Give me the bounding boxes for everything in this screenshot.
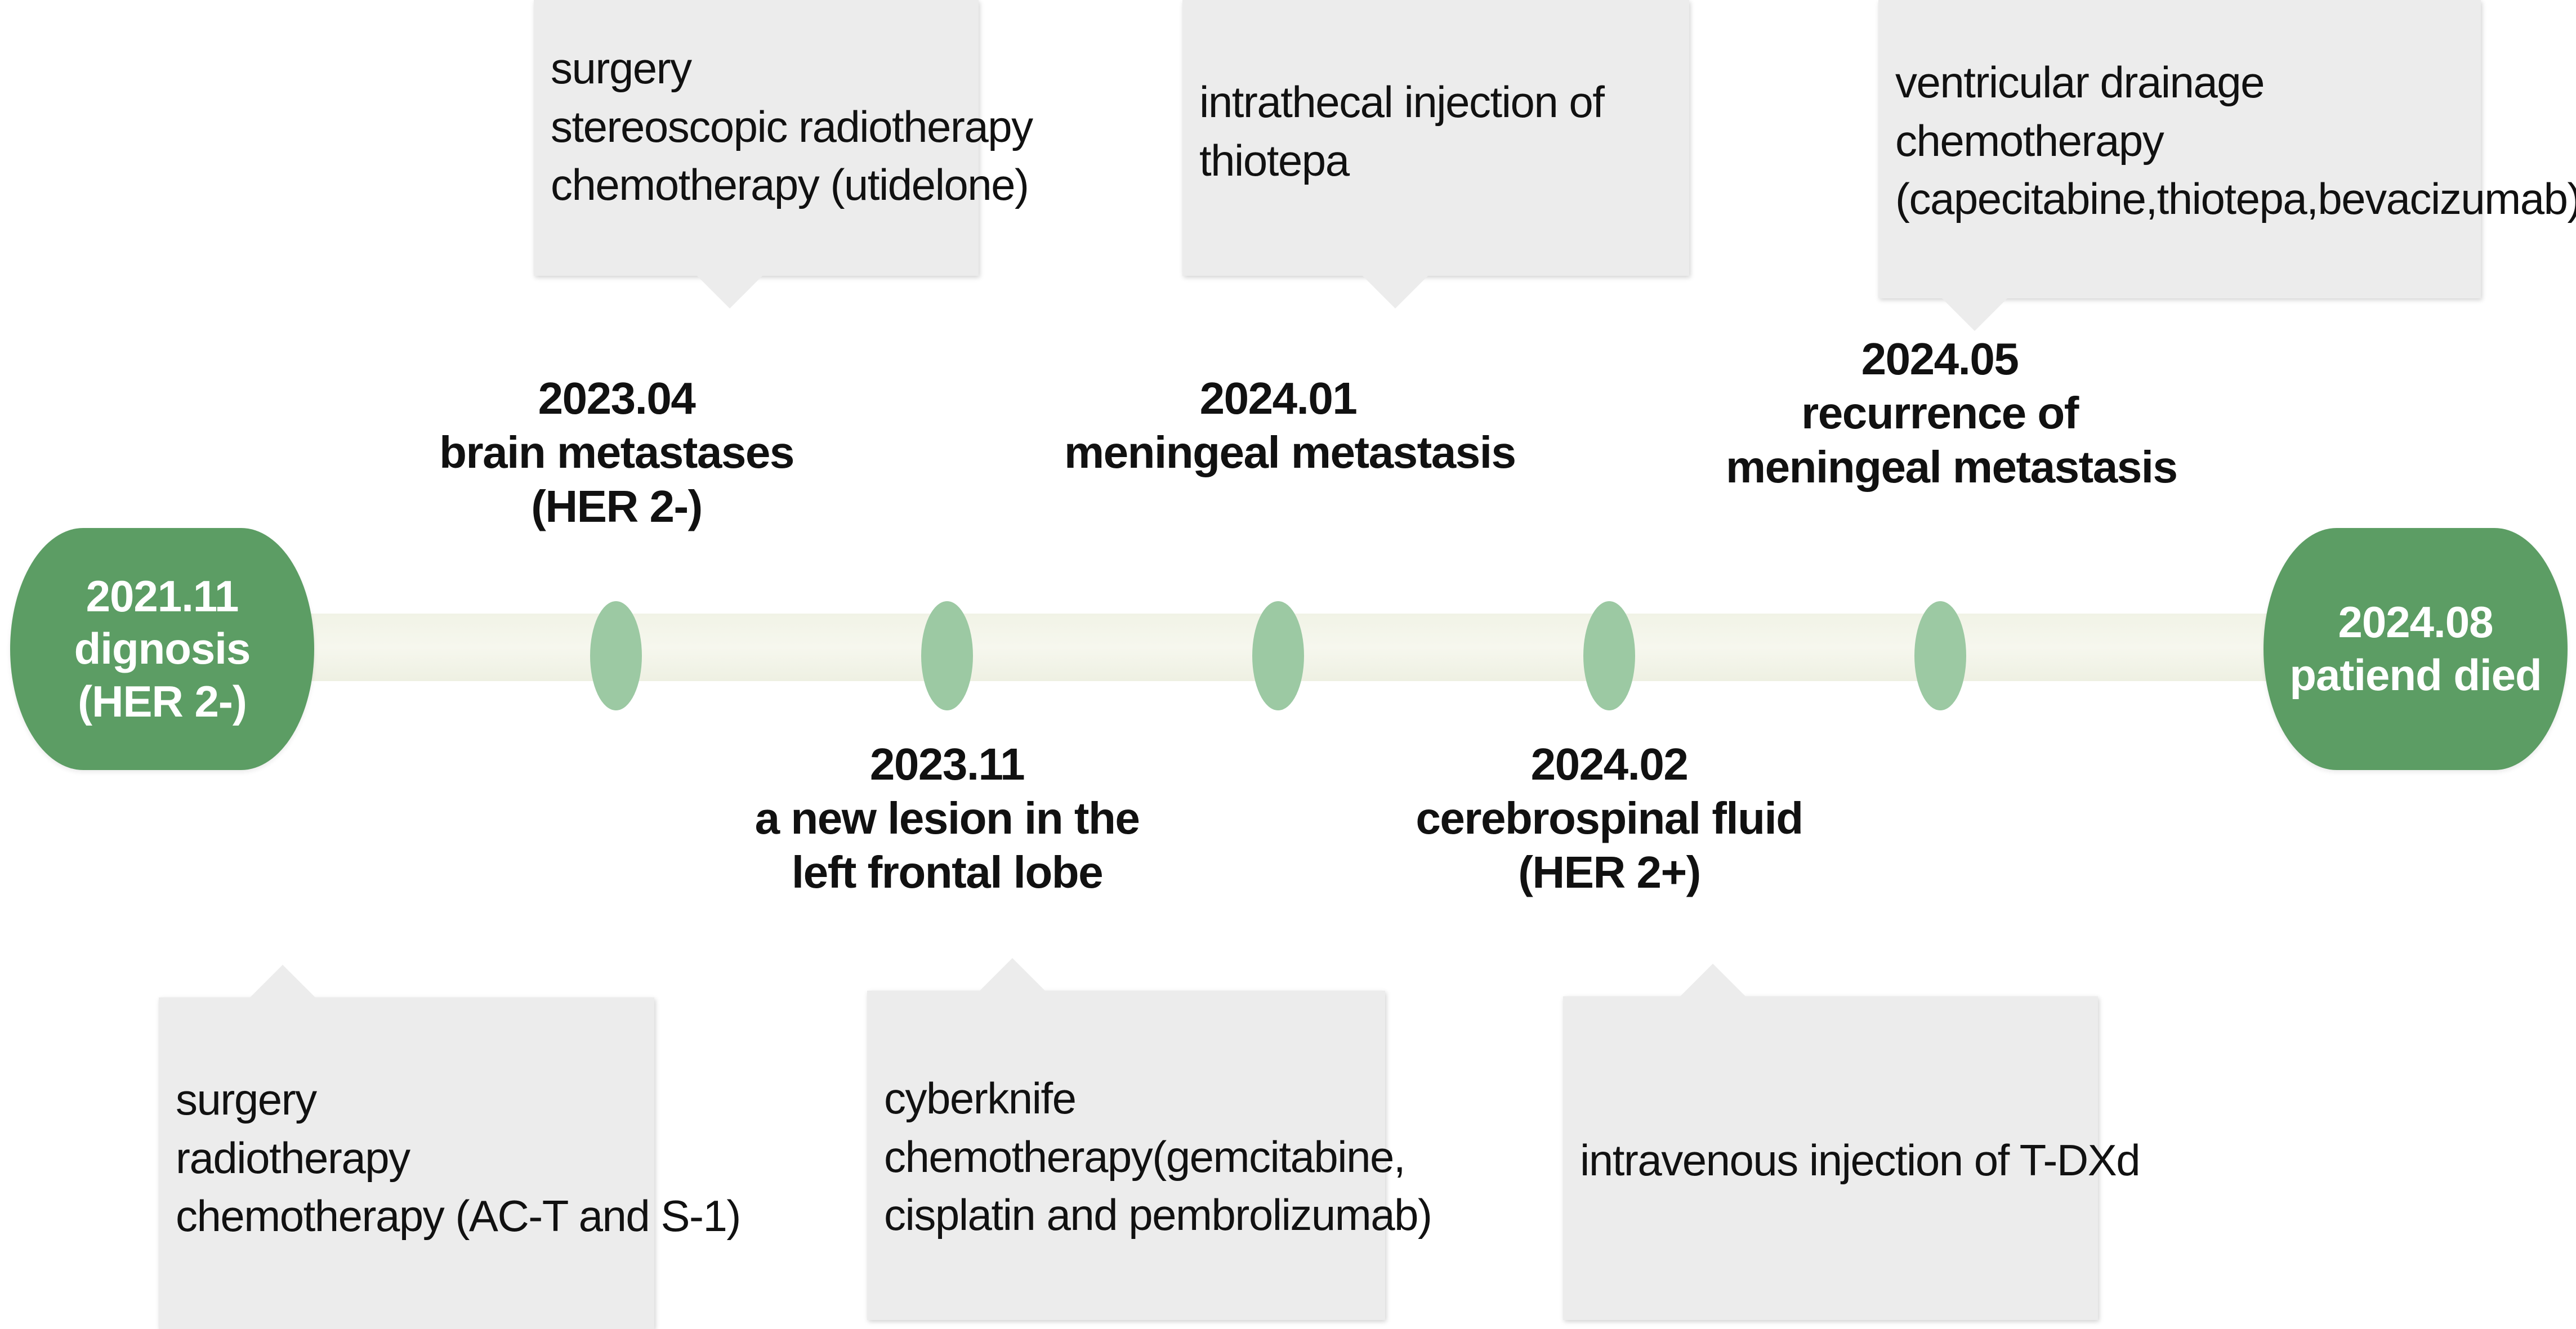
milestone-text: left frontal lobe <box>791 847 1104 897</box>
milestone-2023-04: 2023.04 brain metastases (HER 2-) <box>403 372 831 534</box>
treatment-line: cisplatin and pembrolizumab) <box>884 1190 1432 1240</box>
treatment-line: surgery <box>551 43 692 93</box>
start-date: 2021.11 <box>86 571 239 621</box>
timeline-node-2024-05 <box>1914 601 1966 710</box>
treatment-line: surgery <box>176 1075 317 1124</box>
milestone-text: meningeal metastasis <box>1064 427 1516 477</box>
milestone-date: 2024.01 <box>1199 373 1358 423</box>
treatment-callout-recurrence: ventricular drainage chemotherapy (capec… <box>1878 0 2576 298</box>
treatment-callout-meningeal: intrathecal injection of thiotepa <box>1182 0 1689 276</box>
milestone-date: 2024.05 <box>1861 334 2019 384</box>
milestone-text: a new lesion in the <box>755 793 1140 843</box>
treatment-line: chemotherapy (AC-T and S-1) <box>176 1191 741 1241</box>
treatment-line: (capecitabine,thiotepa,bevacizumab) <box>1895 174 2576 224</box>
milestone-2024-02: 2024.02 cerebrospinal fluid (HER 2+) <box>1395 737 1823 900</box>
treatment-line: chemotherapy(gemcitabine, <box>884 1131 1406 1182</box>
treatment-callout-diagnosis: surgery radiotherapy chemotherapy (AC-T … <box>159 997 741 1329</box>
treatment-line: chemotherapy <box>1895 115 2164 165</box>
treatment-line: stereoscopic radiotherapy <box>551 101 1033 151</box>
treatment-line: intravenous injection of T-DXd <box>1580 1135 2141 1185</box>
end-terminal-death: 2024.08 patiend died <box>2264 528 2568 770</box>
milestone-2024-05: 2024.05 recurrence of meningeal metastas… <box>1726 332 2178 494</box>
timeline-node-2024-02 <box>1583 601 1635 710</box>
milestone-date: 2023.04 <box>538 373 696 423</box>
milestone-date: 2024.02 <box>1530 739 1689 789</box>
treatment-callout-brain-metastases: surgery stereoscopic radiotherapy chemot… <box>534 0 1033 276</box>
milestone-text: brain metastases <box>439 427 794 477</box>
timeline-node-2023-04 <box>590 601 642 710</box>
treatment-callout-csf: intravenous injection of T-DXd <box>1563 996 2141 1320</box>
milestone-text: (HER 2-) <box>531 481 703 531</box>
milestone-2024-01: 2024.01 meningeal metastasis <box>1064 372 1516 480</box>
treatment-line: chemotherapy (utidelone) <box>551 160 1029 210</box>
milestone-text: recurrence of <box>1801 388 2079 438</box>
milestone-date: 2023.11 <box>869 739 1025 789</box>
timeline-node-2023-11 <box>921 601 973 710</box>
treatment-line: ventricular drainage <box>1895 57 2265 107</box>
milestone-text: cerebrospinal fluid <box>1416 793 1803 843</box>
milestone-2023-11: 2023.11 a new lesion in the left frontal… <box>733 737 1161 900</box>
start-event: dignosis <box>74 624 251 674</box>
milestone-text: meningeal metastasis <box>1726 442 2178 492</box>
start-her2-status: (HER 2-) <box>78 676 247 726</box>
end-date: 2024.08 <box>2338 597 2494 647</box>
treatment-line: radiotherapy <box>176 1133 410 1183</box>
treatment-line: intrathecal injection of <box>1199 77 1605 127</box>
end-event: patiend died <box>2289 650 2542 700</box>
treatment-line: cyberknife <box>884 1073 1077 1123</box>
timeline-node-2024-01 <box>1252 601 1304 710</box>
treatment-callout-new-lesion: cyberknife chemotherapy(gemcitabine, cis… <box>867 991 1432 1320</box>
milestone-text: (HER 2+) <box>1518 847 1701 897</box>
treatment-line: thiotepa <box>1199 135 1350 185</box>
start-terminal-diagnosis: 2021.11 dignosis (HER 2-) <box>10 528 314 770</box>
